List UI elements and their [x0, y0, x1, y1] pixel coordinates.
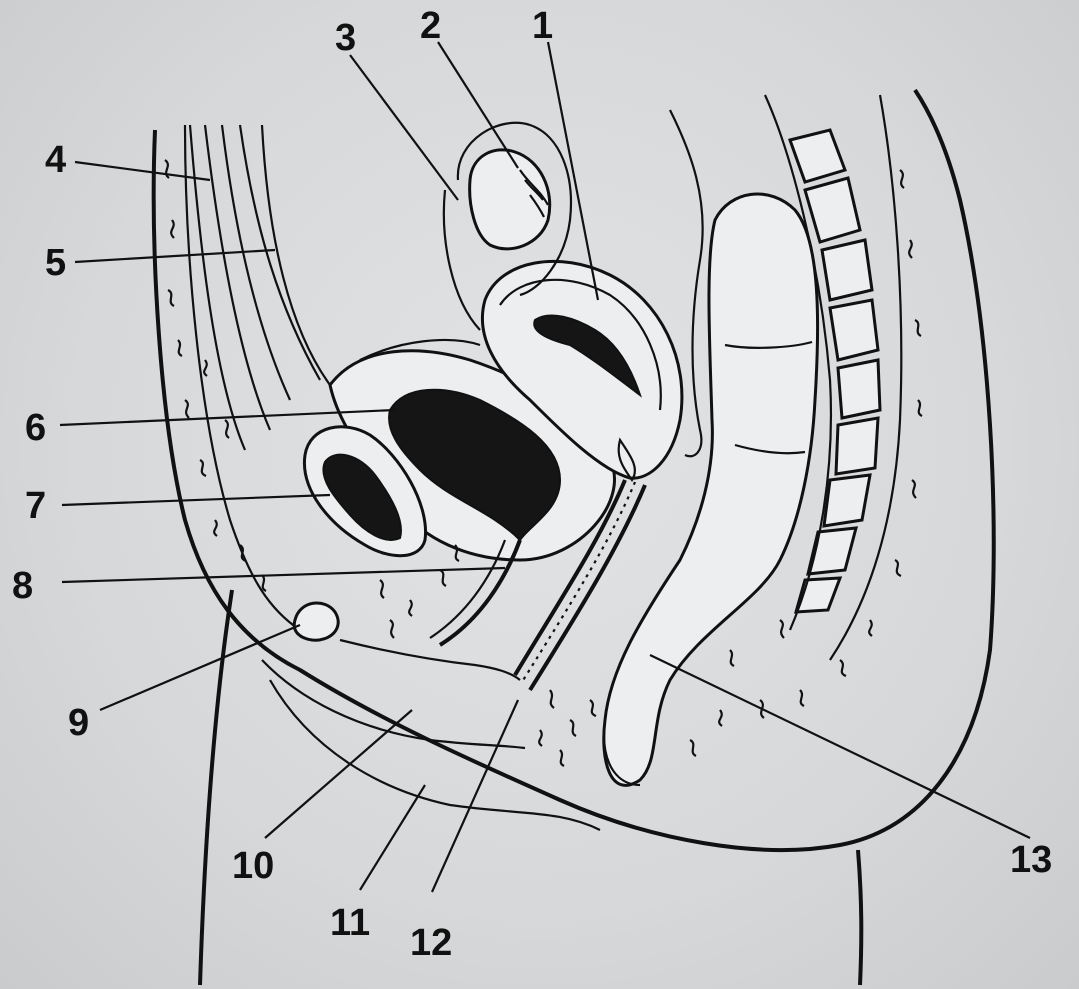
- leader-4: [75, 162, 210, 180]
- rectum: [604, 194, 818, 785]
- label-13: 13: [1010, 839, 1052, 881]
- rectus-muscle-1: [190, 125, 245, 450]
- label-2: 2: [420, 5, 441, 47]
- leader-12: [432, 700, 518, 892]
- vestibule-floor: [340, 640, 520, 680]
- label-12: 12: [410, 922, 452, 964]
- label-1: 1: [532, 5, 553, 47]
- label-3: 3: [335, 17, 356, 59]
- label-9: 9: [68, 702, 89, 744]
- ovary: [470, 150, 550, 249]
- label-5: 5: [45, 242, 66, 284]
- rectus-muscle-4: [240, 125, 320, 380]
- leader-7: [62, 495, 330, 505]
- leader-11: [360, 785, 425, 890]
- leader-2: [438, 42, 518, 168]
- label-6: 6: [25, 407, 46, 449]
- leader-8: [62, 568, 505, 582]
- label-10: 10: [232, 845, 274, 887]
- label-8: 8: [12, 565, 33, 607]
- leader-13: [650, 655, 1030, 838]
- thigh-line-left: [200, 590, 232, 985]
- leader-3: [350, 55, 458, 200]
- label-4: 4: [45, 139, 66, 181]
- thigh-line-right: [858, 850, 861, 985]
- rectus-muscle-2: [205, 125, 270, 430]
- clitoris: [294, 603, 338, 640]
- label-11: 11: [330, 902, 370, 944]
- leader-10: [265, 710, 412, 838]
- label-7: 7: [25, 485, 46, 527]
